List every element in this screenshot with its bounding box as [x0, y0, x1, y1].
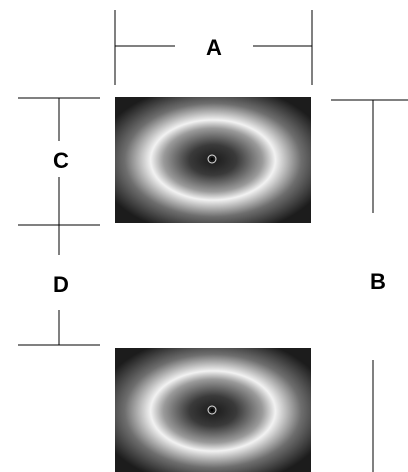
dimension-label-b: B [370, 269, 386, 294]
bottom-lamp-panel [115, 348, 311, 472]
dimension-c: C [18, 97, 100, 226]
dimension-a: A [114, 10, 313, 85]
dimension-b: B [331, 99, 408, 472]
dimension-d: D [18, 225, 100, 346]
top-lamp-panel [115, 97, 311, 223]
dimension-label-c: C [53, 148, 69, 173]
dimension-label-a: A [206, 35, 222, 60]
dimension-label-d: D [53, 272, 69, 297]
